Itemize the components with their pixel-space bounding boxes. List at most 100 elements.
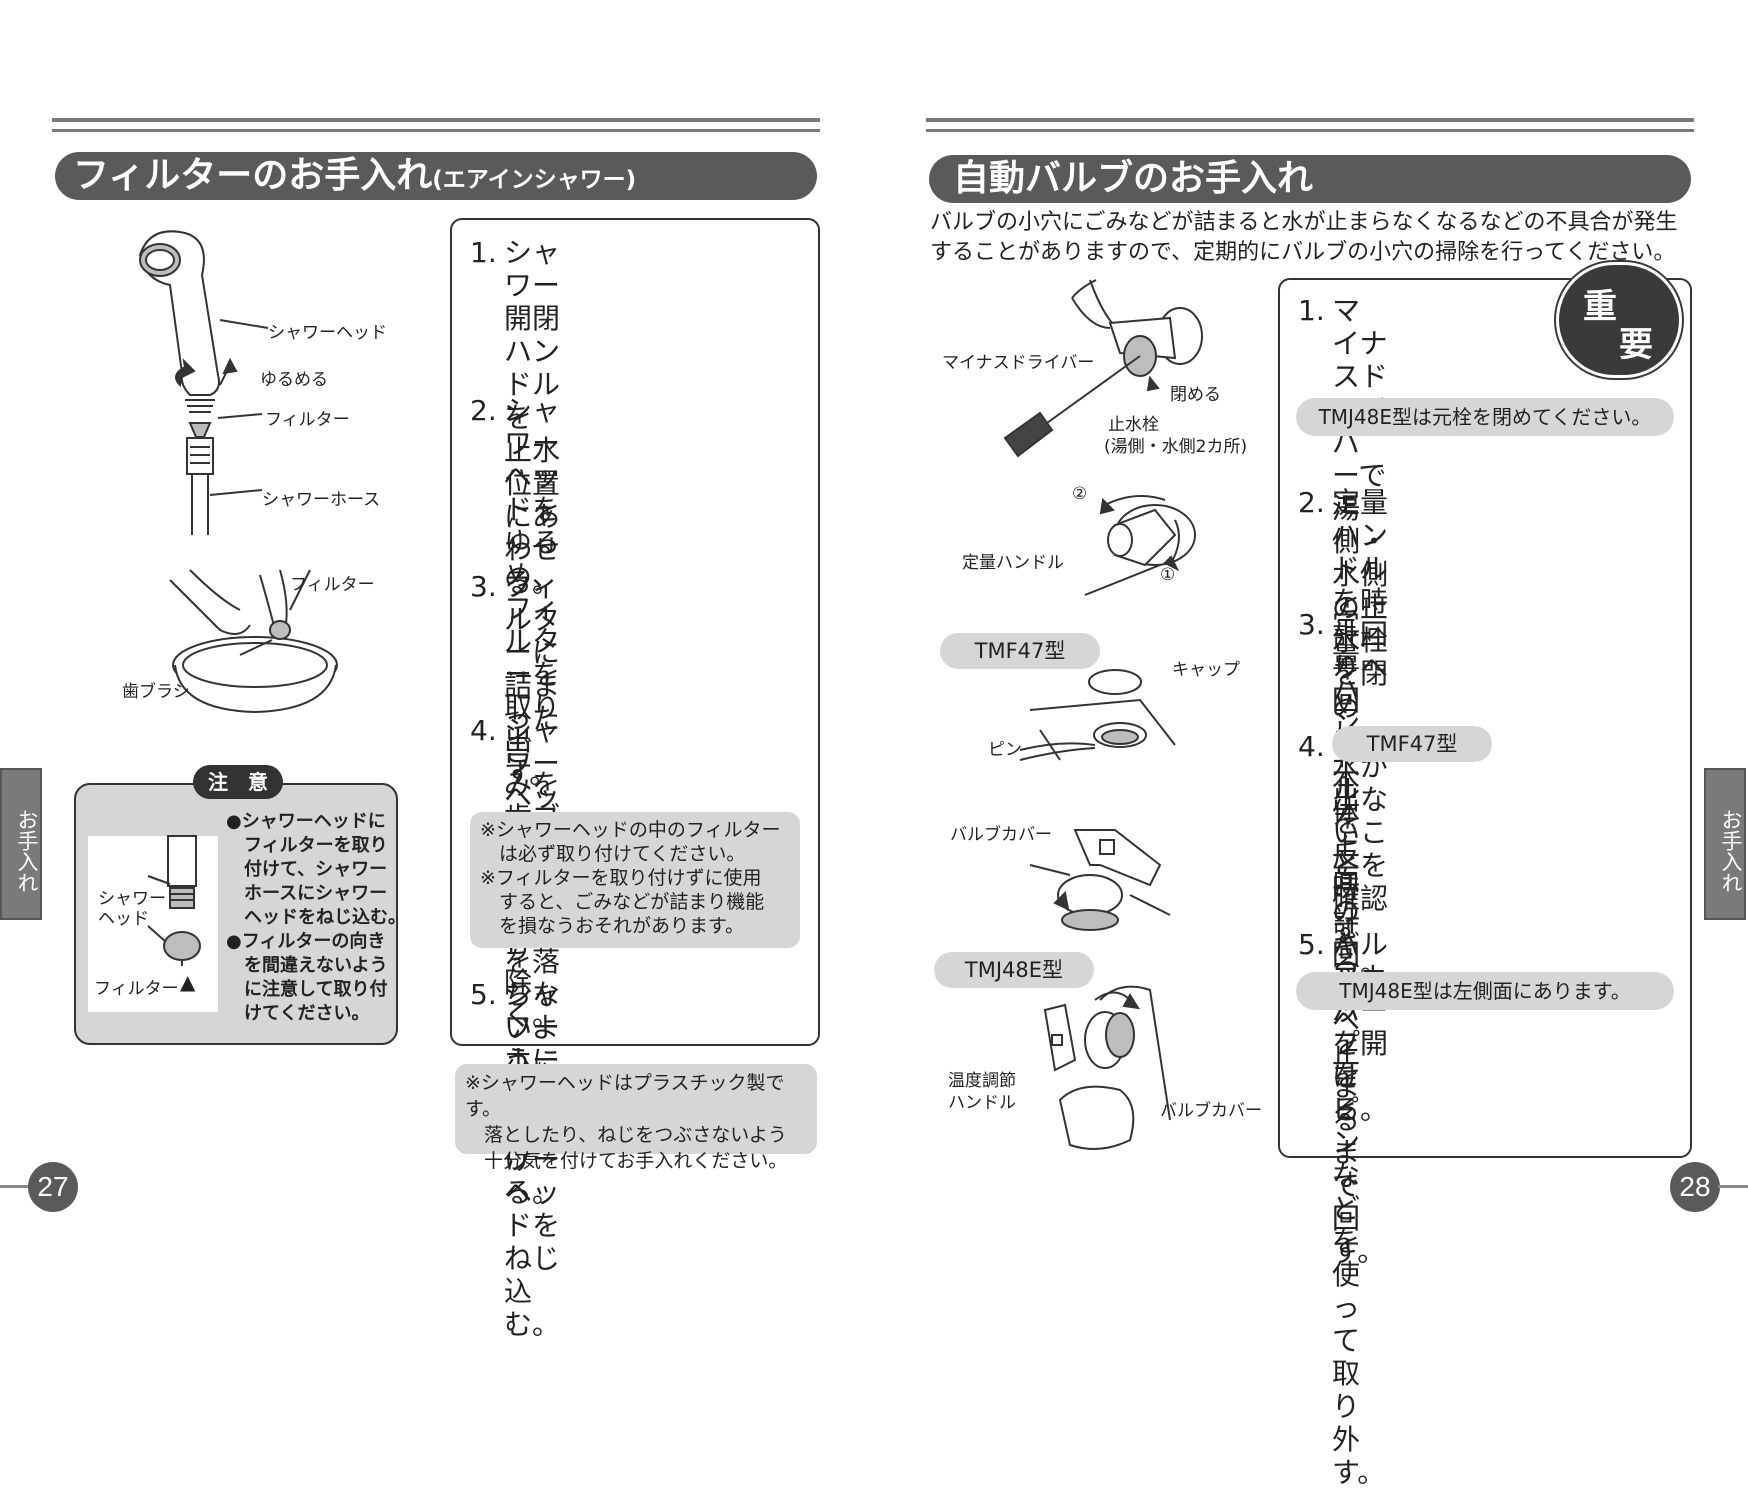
label-stop-valve: 止水栓 [1108,415,1159,435]
note-line: ※フィルターを取り付けずに使用 [480,867,762,889]
note-line: は必ず取り付けてください。 [480,843,746,865]
note-line: ※シャワーヘッドの中のフィルター [480,819,781,841]
caution-line: に注意して取り付 [226,979,388,1000]
step-number: 5. [470,978,497,1011]
label-close: 閉める [1170,385,1221,405]
step-line: バルブカバーを開ける。 [1332,928,1389,1126]
screwdriver-stop-valve-illustration [1003,279,1203,458]
intro-line: することがありますので、定期的にバルブの小穴の掃除を行ってください。 [930,240,1676,265]
label-temp-handle-2: ハンドル [948,1093,1016,1113]
label-toothbrush: 歯ブラシ [122,682,190,702]
valve-step-5-note: TMJ48E型は左側面にあります。 [1296,972,1674,1010]
label-shower-head: シャワーヘッド [268,323,387,343]
top-rule-left-1 [52,118,820,122]
caution-line: フィルターを取り [226,835,388,856]
page-number-left: 27 [28,1162,78,1212]
caution-badge: 注 意 [193,765,283,799]
step-number: 1. [470,236,497,269]
caution-line: ●シャワーヘッドに [226,811,386,832]
step-line: ヘッドをねじ込む。 [504,1176,561,1341]
step-number: 2. [1298,486,1325,519]
caution-label-head-2: ヘッド [98,909,149,929]
filter-care-title: フィルターのお手入れ(エアインシャワー) [55,152,817,200]
step-number: 3. [470,570,497,603]
label-pin: ピン [988,740,1022,760]
label-screwdriver: マイナスドライバー [942,353,1095,373]
step-number: 4. [470,714,497,747]
top-rule-right-1 [926,118,1694,122]
valve-cover-illustration [1029,829,1171,931]
important-char-1: 重 [1583,287,1617,327]
page-line-left [0,1185,30,1188]
brushing-filter-illustration [169,569,338,714]
filter-care-title-main: フィルターのお手入れ [73,155,433,196]
model-tag-tmj48e: TMJ48E型 [934,952,1094,988]
step-line: 止水位置にあわせる。 [504,434,561,599]
filter-step-4-note: ※シャワーヘッドの中のフィルター は必ず取り付けてください。 ※フィルターを取り… [470,812,800,948]
tmj48e-valve-illustration [1043,985,1171,1150]
caution-line: ヘッドをねじ込む。 [226,907,406,928]
step-number: 4. [1298,730,1325,763]
note-line: を損なうおそれがあります。 [480,915,745,937]
step-line: 定量ハンドルを時計回りへ回 [1332,486,1389,717]
label-circle-2: ② [1072,484,1088,504]
step-4-model-tag: TMF47型 [1332,726,1492,762]
step-line: シャワー開閉ハンドルを [504,236,561,434]
note-line: すると、ごみなどが詰まり機能 [480,891,765,913]
label-quantity-handle: 定量ハンドル [962,553,1064,573]
caution-line: ホースにシャワー [226,883,388,904]
caution-text: ●シャワーヘッドに フィルターを取り 付けて、シャワー ホースにシャワー ヘッド… [226,810,406,1026]
step-number: 3. [1298,608,1325,641]
label-loosen: ゆるめる [260,370,328,390]
valve-step-1-note: TMJ48E型は元栓を閉めてください。 [1296,398,1674,436]
page-line-right [1718,1185,1748,1188]
model-tag-tmf47: TMF47型 [940,633,1100,669]
caution-line: けてください。 [226,1003,370,1024]
important-badge: 重 要 [1556,262,1682,378]
caution-line: を間違えないよう [226,955,388,976]
intro-text: バルブの小穴にごみなどが詰まると水が止まらなくなるなどの不具合が発生 することが… [930,208,1678,268]
caution-illustration [147,835,201,966]
step-line: シャワーヘッドをゆるめ、 [504,394,561,592]
label-shower-hose: シャワーホース [262,490,381,510]
step-line: し、水が出ないことを確認す [1332,717,1389,948]
intro-line: バルブの小穴にごみなどが詰まると水が止まらなくなるなどの不具合が発生 [930,210,1678,235]
side-tab-left: お手入れ [0,768,42,920]
caution-line: ●フィルターの向き [226,931,386,952]
arrow-up-icon: ▲ [180,970,196,994]
caution-label-filter: フィルター [94,979,179,999]
label-valve-cover: バルブカバー [950,825,1052,845]
step-line: どを使って取り外す。 [1332,1192,1386,1489]
step-number: 5. [1298,928,1325,961]
auto-valve-care-title: 自動バルブのお手入れ [929,155,1691,203]
caution-label-head-1: シャワー [98,889,166,909]
cap-pin-illustration [1019,669,1176,761]
label-valve-cover-2: バルブカバー [1160,1101,1262,1121]
top-rule-right-2 [926,129,1694,132]
leader-lines-top [209,319,269,496]
caution-line: 付けて、シャワー [226,859,388,880]
label-circle-1: ① [1160,565,1176,585]
quantity-handle-illustration [1084,495,1196,596]
step-line: フィルターを取り出す。 [504,592,561,790]
shower-head-illustration [138,230,238,535]
step-line: 除く。 [504,966,561,1032]
step-number: 1. [1298,294,1325,327]
label-stop-valve-note: (湯側・水側2カ所) [1104,437,1248,457]
filter-care-title-sub: (エアインシャワー) [432,167,637,193]
step-line: フィルターに詰まったご [504,570,561,768]
note-line: 落としたり、ねじをつぶさないよう [465,1124,787,1146]
auto-valve-care-title-text: 自動バルブのお手入れ [953,158,1314,199]
label-filter-2: フィルター [290,575,375,595]
label-filter: フィルター [265,410,350,430]
label-temp-handle-1: 温度調節 [948,1071,1016,1091]
filter-bottom-note: ※シャワーヘッドはプラスチック製です。 落としたり、ねじをつぶさないよう 十分気… [455,1064,817,1172]
page-number-right: 28 [1670,1162,1720,1212]
step-line: 本体上面のキャップをピンな [1332,763,1361,1192]
note-line: 十分気を付けてお手入れください。 [465,1150,788,1172]
top-rule-left-2 [52,129,820,132]
note-line: ※シャワーヘッドはプラスチック製です。 [465,1072,785,1120]
side-tab-right: お手入れ [1704,768,1746,920]
step-number: 2. [470,394,497,427]
label-cap: キャップ [1172,660,1240,680]
